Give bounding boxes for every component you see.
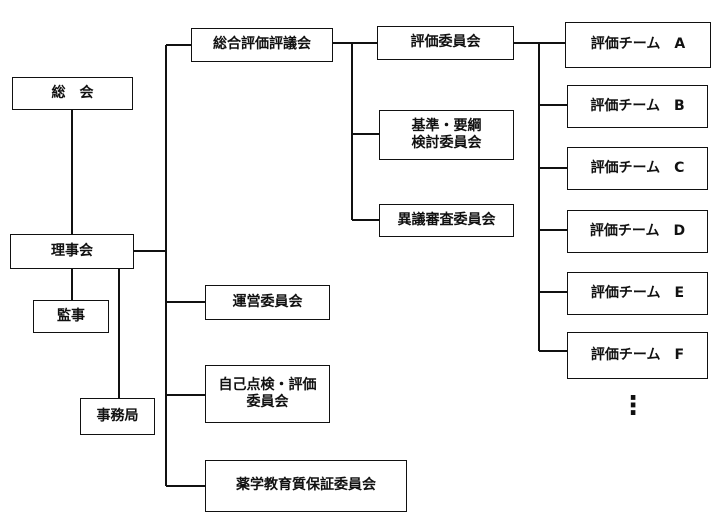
team-b-box: 評価チーム B	[567, 85, 708, 128]
self-check-committee-box: 自己点検・評価 委員会	[205, 365, 330, 423]
auditor-box: 監事	[33, 300, 109, 333]
general-assembly-box: 総 会	[12, 77, 133, 110]
quality-committee-box: 薬学教育質保証委員会	[205, 460, 407, 512]
team-f-box: 評価チーム F	[567, 332, 708, 379]
overall-council-box: 総合評価評議会	[191, 28, 333, 62]
evaluation-committee-box: 評価委員会	[377, 26, 514, 60]
secretariat-box: 事務局	[80, 398, 155, 435]
team-d-box: 評価チーム D	[567, 210, 708, 253]
management-committee-box: 運営委員会	[205, 285, 330, 320]
team-a-box: 評価チーム A	[565, 22, 711, 68]
board-box: 理事会	[10, 234, 134, 269]
team-e-box: 評価チーム E	[567, 272, 708, 315]
appeal-committee-box: 異議審査委員会	[379, 204, 514, 237]
team-c-box: 評価チーム C	[567, 147, 708, 190]
standards-committee-box: 基準・要綱 検討委員会	[379, 110, 514, 160]
continuation-dots: ⋮	[620, 391, 646, 421]
